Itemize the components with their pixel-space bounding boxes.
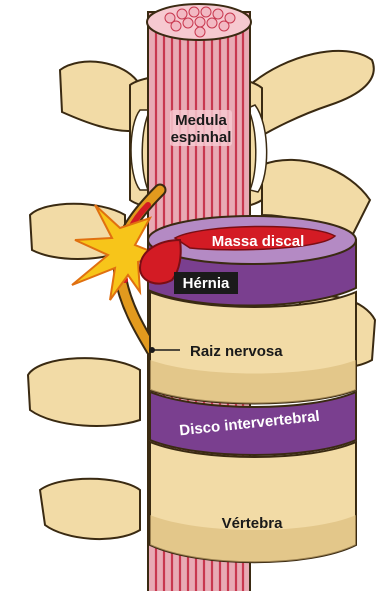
label-disc-mass: Massa discal [212,233,305,250]
lower-left-process [28,358,140,426]
label-hernia-text: Hérnia [183,275,230,292]
label-vertebra: Vértebra [222,515,284,532]
label-nerve-root: Raiz nervosa [190,343,283,360]
upper-vertebra-left-process [60,62,140,131]
label-spinal-cord-line1: Medula [175,112,227,129]
bottom-left-process [40,479,140,539]
bottom-vertebra [150,442,356,562]
label-spinal-cord: Medula espinhal [170,110,232,146]
label-hernia: Hérnia [174,272,238,294]
label-spinal-cord-line2: espinhal [171,129,232,146]
herniated-disc [140,216,356,306]
upper-vertebra-right-process [250,51,374,140]
nerve-root-pointer-dot [149,347,155,353]
